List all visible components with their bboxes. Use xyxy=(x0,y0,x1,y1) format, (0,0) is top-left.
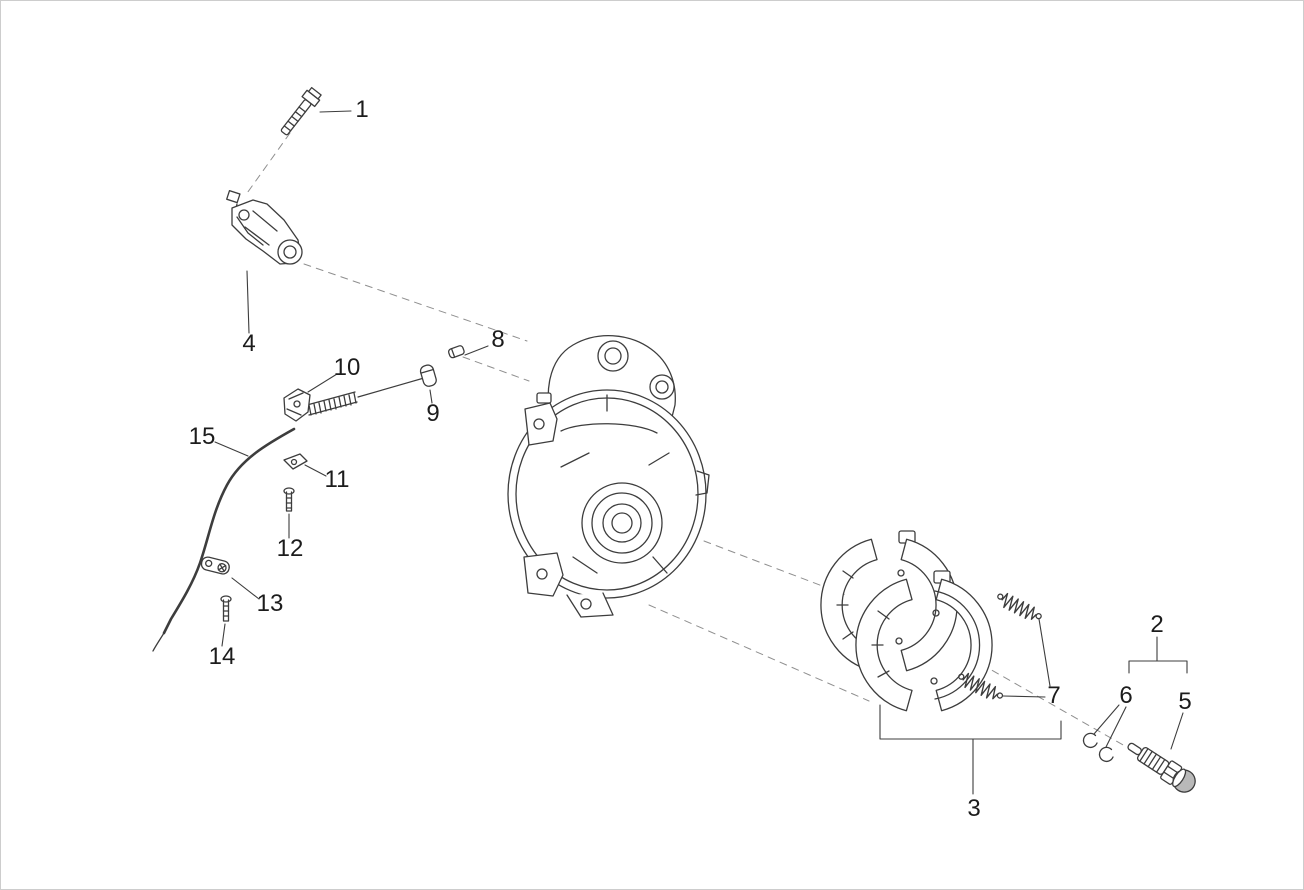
callout-14: 14 xyxy=(208,643,236,670)
callout-4: 4 xyxy=(242,330,256,357)
part-11-cable-clip-icon xyxy=(283,453,308,470)
part-13-cable-clamp-icon xyxy=(200,556,230,575)
part-10-cable-bracket-icon xyxy=(283,388,311,422)
part-6-circlips-icon xyxy=(1082,732,1114,763)
alignment-dash-lines xyxy=(244,132,1147,759)
part-7-spring-upper-icon xyxy=(997,592,1042,620)
callout-11: 11 xyxy=(324,466,350,493)
callout-9: 9 xyxy=(426,400,440,427)
callout-6: 6 xyxy=(1119,682,1133,709)
part-12-screw-icon xyxy=(283,487,295,512)
part-7-spring-lower-icon xyxy=(958,672,1004,700)
part-4-brake-lever-icon xyxy=(226,190,303,265)
callout-1: 1 xyxy=(355,96,369,123)
part-8-end-pin-icon xyxy=(447,345,465,359)
part-5-adjuster-icon xyxy=(1127,742,1196,793)
backing-plate-cover-icon xyxy=(507,335,710,618)
callout-3: 3 xyxy=(967,795,981,822)
callout-7: 7 xyxy=(1047,682,1061,709)
callout-8: 8 xyxy=(491,326,505,353)
part-1-bolt-icon xyxy=(280,86,322,136)
brake-shoes-front-icon xyxy=(855,570,993,712)
part-9-cable-barrel-icon xyxy=(419,364,437,387)
callout-10: 10 xyxy=(333,354,361,381)
part-15-brake-cable-icon xyxy=(152,377,425,652)
callout-13: 13 xyxy=(256,590,284,617)
callout-12: 12 xyxy=(276,535,304,562)
callout-5: 5 xyxy=(1178,688,1192,715)
part-14-screw-icon xyxy=(220,595,232,622)
callout-2: 2 xyxy=(1150,611,1164,638)
callout-15: 15 xyxy=(188,423,216,450)
leader-lines xyxy=(214,110,1188,795)
